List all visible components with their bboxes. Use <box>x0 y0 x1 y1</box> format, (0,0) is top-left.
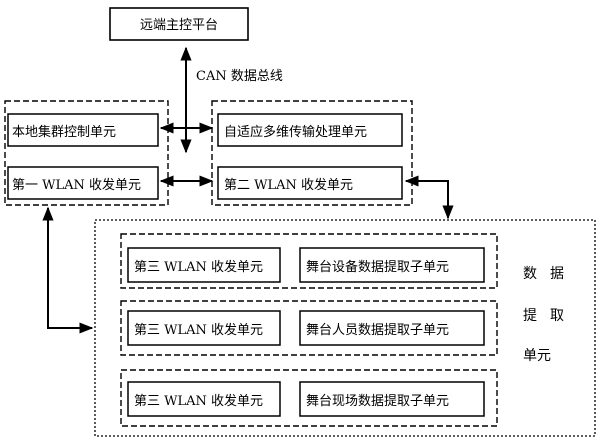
device-extract-label: 舞台设备数据提取子单元 <box>306 259 449 275</box>
local-group-frame <box>4 100 169 206</box>
extract-unit-frame <box>94 219 596 437</box>
wlan1-box <box>7 166 159 200</box>
transfer-group-frame <box>211 100 413 206</box>
wlan3-box <box>127 247 281 283</box>
adaptive-label: 自适应多维传输处理单元 <box>224 124 367 140</box>
can-bus: CAN 数据总线 <box>180 46 283 154</box>
wlan1-extract-link <box>42 206 94 334</box>
wlan2-box <box>217 166 403 200</box>
wlan1-label: 第一 WLAN 收发单元 <box>12 177 141 193</box>
personnel-extract-label: 舞台人员数据提取子单元 <box>306 322 449 338</box>
transfer-group: 自适应多维传输处理单元 第二 WLAN 收发单元 <box>211 100 413 206</box>
side-label-2: 据 <box>550 266 564 282</box>
personnel-extract-box <box>299 310 485 346</box>
device-extract-box <box>299 247 485 283</box>
cluster-control-label: 本地集群控制单元 <box>12 124 116 140</box>
side-label-5: 单元 <box>523 348 551 364</box>
wlan2-extract-link <box>404 175 454 220</box>
extract-unit: 第三 WLAN 收发单元 舞台设备数据提取子单元 第三 WLAN 收发单元 舞台… <box>94 219 596 437</box>
wlan3-box <box>127 310 281 346</box>
remote-platform-block: 远端主控平台 <box>109 7 249 41</box>
extract-row-frame <box>120 233 498 289</box>
wlan3-label: 第三 WLAN 收发单元 <box>134 322 263 338</box>
adaptive-box <box>217 113 403 147</box>
side-label-4: 取 <box>550 308 564 324</box>
wlan3-box <box>127 381 281 417</box>
can-bus-label: CAN 数据总线 <box>196 69 283 84</box>
remote-platform-label: 远端主控平台 <box>140 18 218 33</box>
wlan3-label: 第三 WLAN 收发单元 <box>134 259 263 275</box>
side-label-3: 提 <box>523 308 537 324</box>
scene-extract-label: 舞台现场数据提取子单元 <box>306 393 449 409</box>
side-label-1: 数 <box>523 266 537 282</box>
wlan3-label: 第三 WLAN 收发单元 <box>134 393 263 409</box>
extract-row-frame <box>120 300 498 356</box>
cluster-control-box <box>7 113 159 147</box>
local-group: 本地集群控制单元 第一 WLAN 收发单元 <box>4 100 169 206</box>
wlan2-label: 第二 WLAN 收发单元 <box>224 177 353 193</box>
scene-extract-box <box>299 381 485 417</box>
